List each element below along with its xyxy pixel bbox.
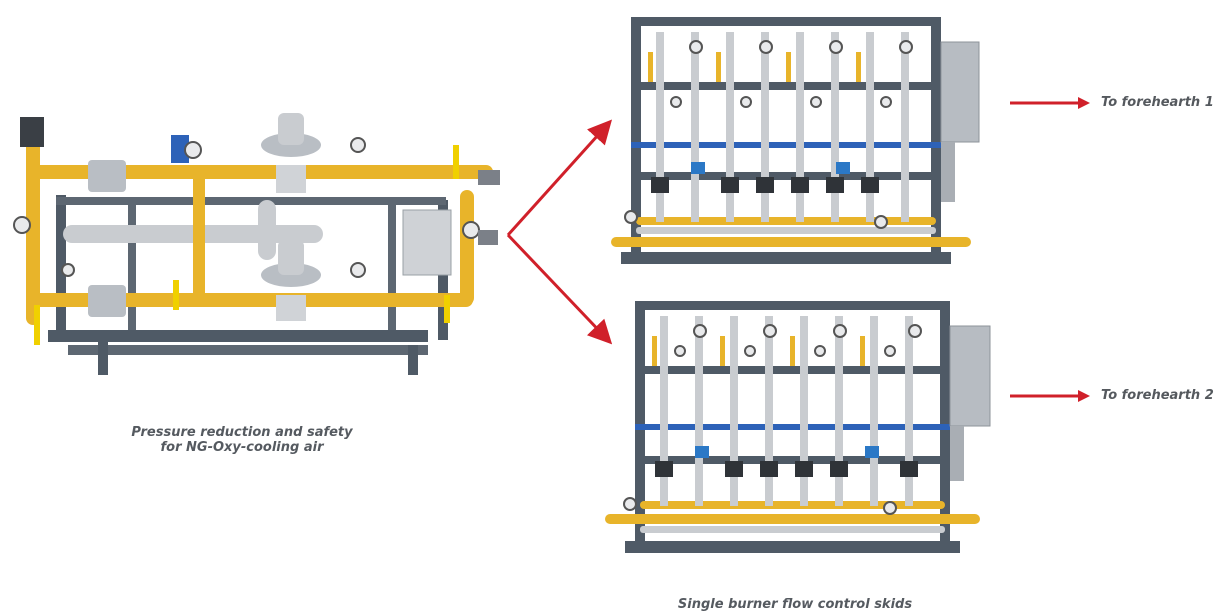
forehearth-2-label: To forehearth 2 (1101, 388, 1214, 403)
reduction-caption-line2: for NG-Oxy-cooling air (160, 440, 324, 455)
skids-caption: Single burner flow control skids (677, 597, 913, 612)
forehearth-1-label: To forehearth 1 (1101, 95, 1214, 110)
pressure-reduction-skid (8, 105, 508, 385)
arrow-forehearth-1 (1010, 97, 1090, 109)
arrow-down-right (506, 233, 613, 345)
split-arrows (506, 119, 613, 345)
flow-control-skid-2 (600, 296, 1000, 571)
arrow-forehearth-2 (1010, 390, 1090, 402)
arrow-up-right (506, 119, 613, 237)
reduction-caption-line1: Pressure reduction and safety (131, 425, 353, 440)
flow-control-skid-1 (596, 12, 986, 282)
reduction-caption: Pressure reduction and safety for NG-Oxy… (92, 425, 392, 455)
